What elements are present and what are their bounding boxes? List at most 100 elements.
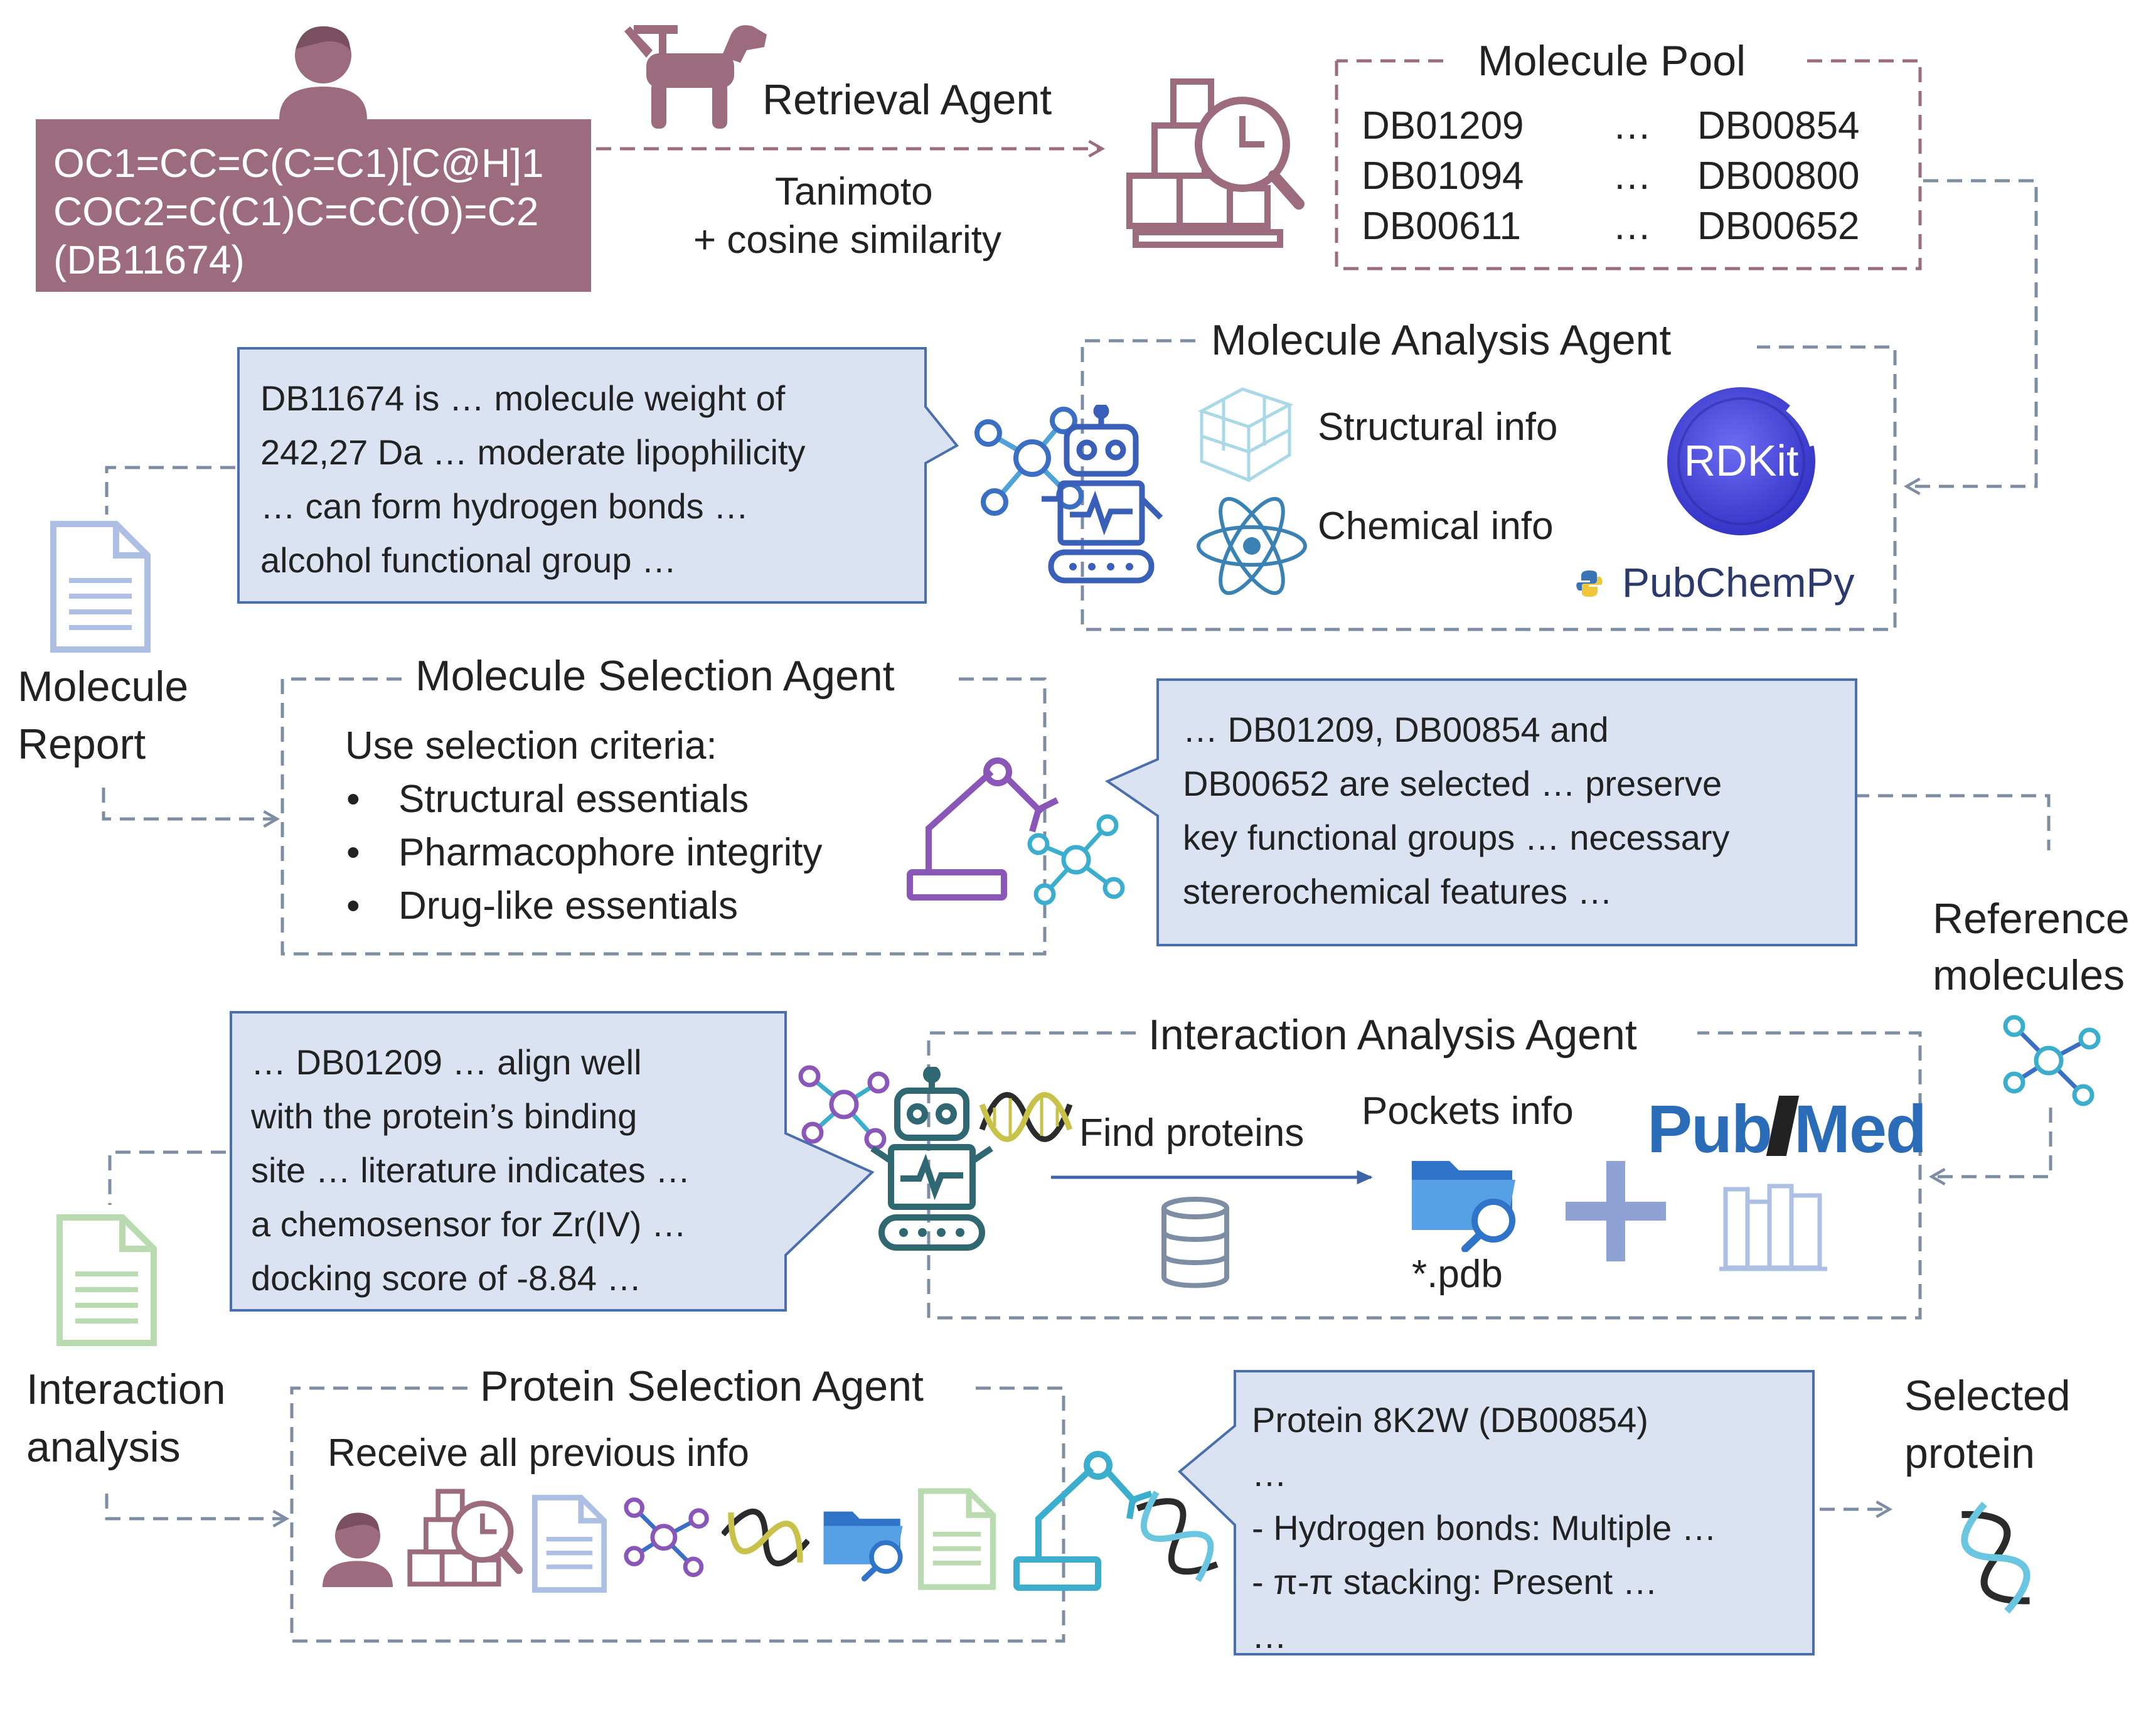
retrieval-method-line-2: + cosine similarity — [693, 218, 1001, 262]
pool-ellipsis-1: … — [1613, 104, 1652, 147]
user-icon — [323, 1512, 393, 1587]
analysis-bubble-line-4: alcohol functional group … — [260, 540, 677, 580]
protein-selection-frame — [290, 1386, 1065, 1643]
pool-left-id-3: DB00611 — [1362, 205, 1521, 248]
robot-arm-icon — [1013, 1451, 1153, 1591]
molecule-icon — [974, 407, 1084, 516]
protein-bubble-line-1: Protein 8K2W (DB00854) — [1252, 1400, 1648, 1440]
criteria-bullet-1: • — [346, 778, 360, 821]
dna-helix-icon — [722, 1509, 809, 1566]
analysis-to-report-connector — [105, 466, 235, 515]
molecule-icon — [2003, 1015, 2101, 1106]
query-smiles-line-2: COC2=C(C1)C=CC(O)=C2 — [53, 189, 539, 234]
pool-ellipsis-2: … — [1613, 154, 1652, 198]
molecule-report-label-2: Report — [18, 720, 146, 768]
selection-bubble-line-3: key functional groups … necessary — [1183, 818, 1730, 857]
protein-bubble-line-5: … — [1252, 1616, 1287, 1655]
folder-search-icon — [823, 1511, 903, 1581]
molecule-pool-boxes-icon — [407, 1489, 523, 1587]
pool-left-id-2: DB01094 — [1362, 154, 1524, 198]
report-to-selection-connector — [102, 788, 280, 828]
molecule-pool-boxes-icon — [1126, 78, 1305, 248]
dna-helix-icon — [979, 1092, 1073, 1142]
pockets-info-label: Pockets info — [1362, 1089, 1574, 1133]
find-proteins-label: Find proteins — [1079, 1111, 1305, 1155]
interaction-agent-frame — [927, 1031, 1922, 1320]
selected-protein-label-1: Selected — [1904, 1372, 2071, 1420]
document-icon — [56, 1214, 157, 1346]
python-icon — [1576, 570, 1603, 597]
protein-bubble-line-4: - π-π stacking: Present … — [1252, 1562, 1658, 1602]
reference-molecules-label-1: Reference — [1933, 895, 2130, 943]
document-icon — [531, 1495, 607, 1593]
books-icon — [1719, 1184, 1827, 1271]
rdkit-logo: RDKit — [1667, 387, 1817, 535]
query-box — [36, 119, 591, 292]
protein-bubble-line-3: - Hydrogen bonds: Multiple … — [1252, 1508, 1717, 1548]
atom-icon — [1197, 496, 1307, 596]
analysis-bubble-line-3: … can form hydrogen bonds … — [260, 486, 749, 526]
pool-left-id-1: DB01209 — [1362, 104, 1524, 147]
protein-bubble — [1178, 1370, 1815, 1655]
interaction-bubble-line-3: site … literature indicates … — [251, 1150, 691, 1190]
pool-right-id-3: DB00652 — [1697, 205, 1860, 248]
criteria-bullet-2: • — [346, 831, 360, 874]
selection-bubble-line-2: DB00652 are selected … preserve — [1183, 764, 1722, 803]
molecule-pool-frame — [1335, 59, 1922, 270]
molecule-icon — [624, 1497, 709, 1578]
plus-icon — [1566, 1161, 1666, 1261]
criteria-bullet-3: • — [346, 884, 360, 928]
query-smiles-line-1: OC1=CC=C(C=C1)[C@H]1 — [53, 141, 544, 186]
selection-bubble-line-1: … DB01209, DB00854 and — [1183, 710, 1609, 749]
selected-protein-label-2: protein — [1904, 1430, 2035, 1477]
chemical-info-label: Chemical info — [1318, 505, 1554, 548]
interaction-to-analysis-connector — [108, 1150, 226, 1205]
criteria-item-2: Pharmacophore integrity — [398, 831, 823, 874]
molecule-icon — [798, 1065, 890, 1150]
interaction-bubble-line-5: docking score of -8.84 … — [251, 1258, 642, 1298]
reference-to-interaction-connector — [1928, 1108, 2052, 1185]
query-id: (DB11674) — [53, 237, 245, 282]
selection-to-reference-connector — [1854, 794, 2051, 850]
selection-bubble — [1104, 678, 1857, 946]
criteria-item-1: Structural essentials — [398, 778, 749, 821]
pool-right-id-2: DB00800 — [1697, 154, 1860, 198]
interaction-agent-title: Interaction Analysis Agent — [1148, 1011, 1637, 1059]
molecule-report-label-1: Molecule — [18, 663, 189, 710]
crystal-cube-icon — [1197, 387, 1294, 483]
robot-icon — [870, 1067, 993, 1251]
interaction-analysis-label-2: analysis — [26, 1423, 181, 1471]
criteria-item-3: Drug-like essentials — [398, 884, 738, 928]
pubmed-pub: Pub — [1647, 1091, 1773, 1167]
selection-bubble-line-4: stererochemical features … — [1183, 872, 1613, 911]
reference-molecules-label-2: molecules — [1933, 951, 2125, 999]
analysis-bubble-line-2: 242,27 Da … moderate lipophilicity — [260, 432, 806, 472]
user-icon — [279, 26, 367, 119]
analysis-bubble — [237, 347, 959, 604]
document-icon — [50, 521, 151, 653]
selection-agent-frame — [280, 677, 1047, 956]
retrieval-agent-title: Retrieval Agent — [762, 76, 1052, 124]
protein-selection-intro: Receive all previous info — [328, 1431, 750, 1475]
interaction-bubble-line-2: with the protein’s binding — [251, 1096, 638, 1136]
analysis-agent-title: Molecule Analysis Agent — [1211, 316, 1672, 364]
retrieval-method-line-1: Tanimoto — [775, 170, 933, 213]
document-icon — [918, 1488, 996, 1590]
robot-arm-icon — [907, 757, 1059, 901]
interaction-bubble — [230, 1011, 875, 1312]
interaction-bubble-line-4: a chemosensor for Zr(IV) … — [251, 1204, 686, 1244]
pool-to-analysis-connector — [1903, 179, 2038, 495]
analysis-to-protein-selection-connector — [105, 1494, 290, 1527]
retrieval-dog-icon — [624, 25, 767, 129]
rdkit-label: RDKit — [1684, 436, 1799, 485]
analysis-bubble-line-1: DB11674 is … molecule weight of — [260, 378, 786, 418]
protein-bubble-line-2: … — [1252, 1454, 1287, 1494]
pubchempy-label: PubChemPy — [1622, 559, 1855, 606]
selection-intro: Use selection criteria: — [345, 724, 717, 767]
robot-icon — [1042, 405, 1163, 584]
pool-ellipsis-3: … — [1613, 205, 1652, 248]
interaction-bubble-line-1: … DB01209 … align well — [251, 1042, 642, 1082]
pubmed-med: Med — [1793, 1091, 1927, 1167]
